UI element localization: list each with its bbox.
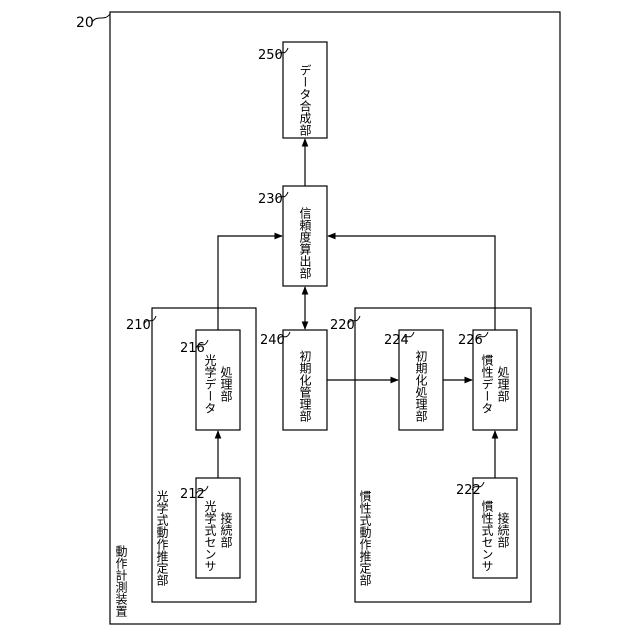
optical-sensor-name-2: 接続部 [219,511,233,548]
optical-sensor-ref: 212 [180,487,205,502]
inertial-sensor-ref: 222 [456,483,481,498]
optical-data-ref: 216 [180,341,205,356]
optical-group-ref: 210 [126,318,151,333]
arrow-optical-data-to-reliability [218,236,282,330]
device-name: 動作計測装置 [114,545,128,617]
init-management-ref: 240 [260,333,285,348]
inertial-data-ref: 226 [458,333,483,348]
device-ref: 20 [76,15,94,31]
data-synthesis-name: データ合成部 [298,64,312,136]
inertial-sensor-name-1: 慣性式センサ [480,499,494,572]
optical-sensor-name-1: 光学式センサ [203,500,217,572]
init-processing-name: 初期化処理部 [414,350,428,422]
inertial-data-name-2: 処理部 [496,366,510,402]
inertial-sensor-name-2: 接続部 [496,511,510,548]
init-processing-ref: 224 [384,333,409,348]
reliability-name: 信頼度算出部 [298,207,312,279]
inertial-group-ref: 220 [330,318,355,333]
optical-data-name-2: 処理部 [219,366,233,402]
init-management-name: 初期化管理部 [298,350,312,422]
device-ref-leader [92,14,110,22]
inertial-group-name: 慣性式動作推定部 [358,489,372,586]
optical-data-name-1: 光学データ [203,354,217,414]
arrow-inertial-data-to-reliability [328,236,495,330]
optical-group-name: 光学式動作推定部 [155,490,169,586]
reliability-ref: 230 [258,192,283,207]
inertial-data-name-1: 慣性データ [480,353,494,414]
data-synthesis-ref: 250 [258,48,283,63]
